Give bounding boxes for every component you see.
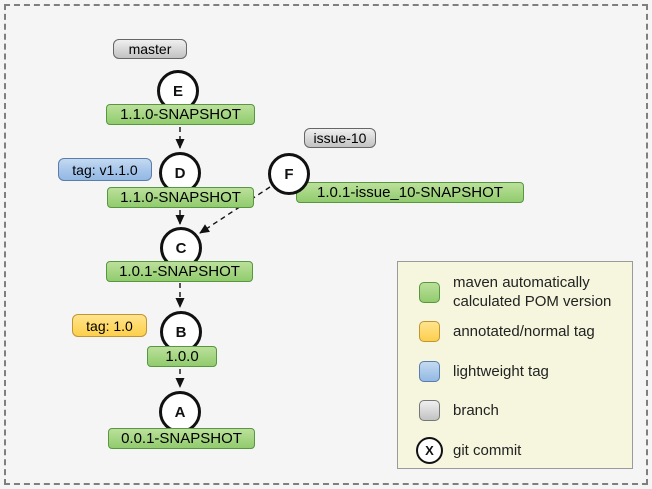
edge-f-c xyxy=(199,186,271,234)
lightweight-tag-badge: tag: v1.1.0 xyxy=(58,158,152,181)
annotated-tag-badge: tag: 1.0 xyxy=(72,314,147,337)
legend-label: annotated/normal tag xyxy=(453,323,595,340)
legend-label: git commit xyxy=(453,442,522,459)
legend-item-annotated-tag: annotated/normal tag xyxy=(419,321,595,342)
version-badge-b: 1.0.0 xyxy=(147,346,217,367)
blue-swatch-icon xyxy=(419,361,440,382)
branch-badge-master: master xyxy=(113,39,187,59)
legend-item-git-commit: X git commit xyxy=(416,437,522,464)
legend-label: maven automatically calculated POM versi… xyxy=(453,274,612,310)
version-badge-d: 1.1.0-SNAPSHOT xyxy=(107,187,254,208)
version-badge-e: 1.1.0-SNAPSHOT xyxy=(106,104,255,125)
legend-item-branch: branch xyxy=(419,400,499,421)
legend-item-pom-version: maven automatically calculated POM versi… xyxy=(419,273,625,311)
legend-label: branch xyxy=(453,402,499,419)
legend-item-lightweight-tag: lightweight tag xyxy=(419,361,549,382)
orange-swatch-icon xyxy=(419,321,440,342)
legend-label: lightweight tag xyxy=(453,363,549,380)
gray-swatch-icon xyxy=(419,400,440,421)
commit-circle-icon: X xyxy=(416,437,443,464)
branch-badge-issue-10: issue-10 xyxy=(304,128,376,148)
legend: maven automatically calculated POM versi… xyxy=(397,261,633,469)
version-badge-c: 1.0.1-SNAPSHOT xyxy=(106,261,253,282)
version-badge-a: 0.0.1-SNAPSHOT xyxy=(108,428,255,449)
green-swatch-icon xyxy=(419,281,440,303)
commit-node-a: A xyxy=(159,391,201,433)
version-badge-f: 1.0.1-issue_10-SNAPSHOT xyxy=(296,182,524,203)
commit-node-f: F xyxy=(268,153,310,195)
